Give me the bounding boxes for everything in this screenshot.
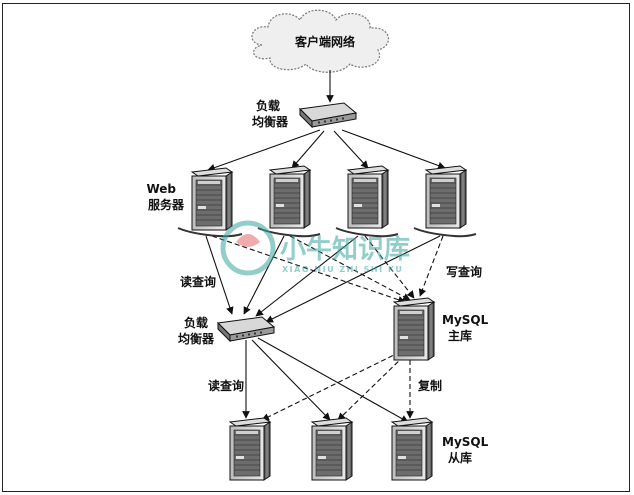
master-to-slave1-arrow [261, 351, 401, 421]
web-server-4-icon [425, 165, 467, 229]
web4-to-midlb-arrow [265, 235, 441, 323]
master-label-1: MySQL [442, 313, 489, 327]
cloud-label: 客户端网络 [294, 34, 355, 49]
web2-to-master-arrow [289, 235, 411, 301]
web3-to-master-arrow [364, 235, 415, 299]
write-query-label: 写查询 [446, 264, 482, 279]
slaves-label-1: MySQL [442, 435, 489, 449]
mysql-slaves [229, 417, 433, 481]
watermark-sub: XIAO NIU ZHI SHI KU [282, 265, 403, 274]
master-label-2: 主库 [448, 328, 472, 343]
master-to-slave2-arrow [337, 355, 405, 421]
mid-lb-label-1: 负载 [184, 315, 208, 330]
web-server-2-icon [269, 165, 311, 229]
watermark: 小牛知识库 XIAO NIU ZHI SHI KU [220, 220, 410, 276]
watermark-main: 小牛知识库 [280, 235, 410, 265]
web-servers [177, 165, 477, 238]
client-network-cloud: 客户端网络 [251, 9, 389, 73]
mysql-master-icon [393, 297, 435, 361]
web-server-1-icon [191, 167, 233, 231]
read-query-lower-label: 读查询 [208, 378, 244, 393]
web2-to-midlb-arrow [243, 235, 285, 315]
web1-to-master-arrow [211, 235, 406, 304]
connections [205, 70, 446, 423]
top-lb-label-1: 负载 [256, 98, 280, 113]
replication-label: 复制 [417, 378, 442, 393]
web1-to-midlb-arrow [205, 235, 234, 315]
slaves-label-2: 从库 [448, 450, 472, 465]
mysql-slave-1-icon [229, 417, 271, 481]
web-label-1: Web [146, 182, 176, 196]
web3-to-midlb-arrow [255, 235, 359, 317]
top-load-balancer-icon [299, 102, 357, 128]
midlb-to-slave3-arrow [257, 337, 409, 423]
mysql-slave-3-icon [391, 417, 433, 481]
lb-to-web1-arrow [207, 129, 321, 172]
watermark-logo-icon [220, 220, 276, 276]
top-lb-label-2: 均衡器 [252, 114, 289, 129]
lb-to-web4-arrow [341, 129, 446, 170]
lb-to-web2-arrow [291, 130, 325, 169]
mid-lb-label-2: 均衡器 [178, 331, 215, 346]
midlb-to-slave2-arrow [251, 339, 331, 421]
web-server-3-icon [347, 165, 389, 229]
mysql-slave-2-icon [311, 417, 353, 481]
web-label-2: 服务器 [148, 197, 185, 212]
read-query-upper-label: 读查询 [180, 274, 216, 289]
lb-to-web3-arrow [333, 130, 369, 169]
mid-load-balancer-icon [217, 316, 275, 342]
web4-to-master-arrow [418, 235, 444, 297]
diagram-frame [2, 3, 630, 492]
